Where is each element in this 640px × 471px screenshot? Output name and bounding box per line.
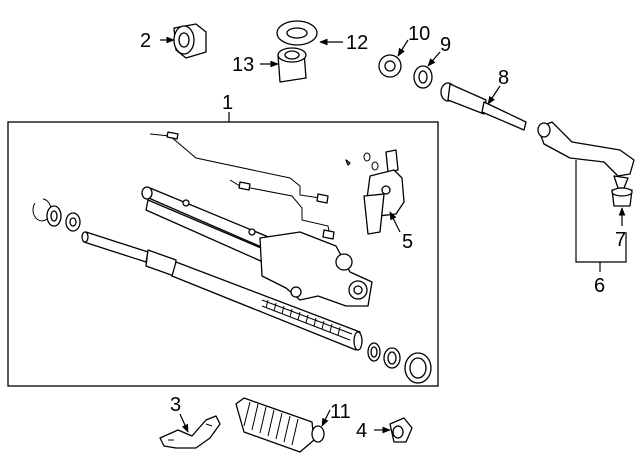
rack-housing [141, 186, 373, 307]
boot-part-11 [235, 397, 325, 453]
leader-10 [397, 39, 409, 57]
callout-2: 2 [140, 30, 151, 52]
seal-part-9 [413, 65, 433, 89]
callout-8: 8 [498, 67, 509, 89]
callout-12: 12 [346, 32, 368, 54]
rack-shaft [81, 231, 363, 351]
leader-6 [575, 160, 627, 263]
tie-rod-end-part-6 [537, 121, 635, 189]
leader-3 [179, 413, 189, 433]
snap-ring [32, 198, 52, 222]
leader-9 [427, 51, 441, 67]
callout-6: 6 [594, 275, 605, 297]
bracket-part-3 [159, 415, 221, 449]
bushing-part-13 [277, 47, 307, 83]
callout-11: 11 [330, 401, 351, 423]
leader-5 [389, 211, 401, 233]
tie-rod-part-8 [440, 82, 527, 131]
boot-part-7 [611, 187, 633, 207]
callout-9: 9 [440, 34, 451, 56]
end-bushing [46, 205, 81, 232]
grommet-part-2 [173, 23, 207, 59]
bushing-part-4 [389, 417, 413, 443]
callout-7: 7 [615, 229, 626, 251]
fluid-lines [149, 131, 335, 240]
callout-5: 5 [402, 231, 413, 253]
seal-part-10 [378, 54, 402, 78]
leader-11 [321, 409, 331, 427]
washer-part-12 [276, 20, 318, 46]
callout-10: 10 [408, 23, 430, 45]
assembly-frame [7, 121, 439, 387]
callout-1: 1 [222, 92, 233, 114]
leader-8 [487, 85, 501, 105]
end-seals [367, 342, 432, 384]
callout-13: 13 [232, 54, 254, 76]
pinion-valve [345, 149, 405, 235]
callout-4: 4 [356, 420, 367, 442]
callout-3: 3 [170, 394, 181, 416]
